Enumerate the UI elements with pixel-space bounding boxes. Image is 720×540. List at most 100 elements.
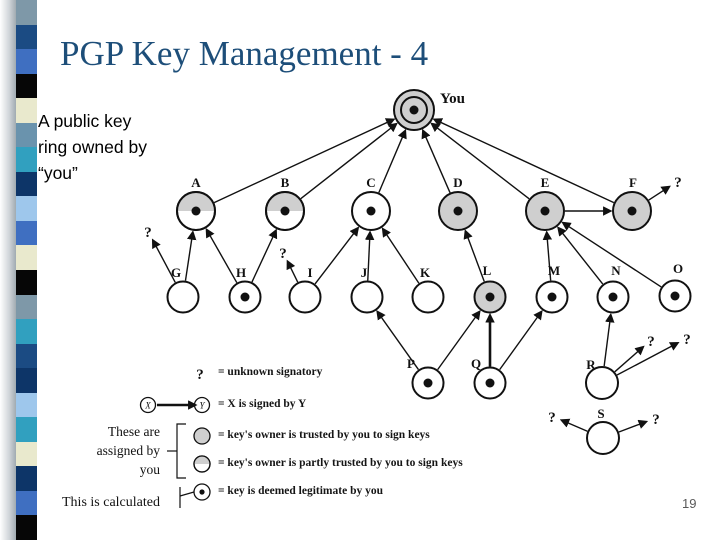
sidebar-color-block [16,417,37,442]
node-label-Q: Q [471,356,481,371]
question-mark-q4: ? [647,334,655,350]
sidebar-color-block [16,343,37,369]
node-label-I: I [307,265,312,280]
edge-I-q2 [286,259,299,283]
node-label-J: J [361,265,368,280]
body-text-line: ring owned by [38,137,147,157]
body-text-line: A public key [38,111,132,131]
sidebar-color-block [16,122,37,148]
legend-question-icon: ? [196,367,204,383]
node-label-F: F [629,175,637,190]
sidebar-strip-shadow [0,0,17,540]
edge-K-C [381,227,420,284]
legend-signed-text: = X is signed by Y [218,398,307,410]
sidebar-color-block [16,147,37,172]
body-text: A public key ring owned by “you” [38,108,208,186]
node-Q: Q [471,356,507,400]
sidebar-color-block [16,24,37,50]
node-R: R [585,357,619,400]
sidebar-color-block [16,270,37,295]
node-B: B [265,175,305,231]
sidebar-color-block [16,73,37,99]
sidebar-color-block [16,245,37,271]
edge-I-C [314,226,360,285]
node-label-G: G [171,265,181,280]
body-text-line: “you” [38,163,78,183]
legend-trusted-circle-icon [193,427,211,445]
question-mark-q5: ? [683,332,691,348]
legend-trusted-text: = key's owner is trusted by you to sign … [218,429,430,441]
node-A: A [176,175,216,231]
node-label-L: L [483,263,492,278]
page-number: 19 [682,496,697,511]
question-mark-q2: ? [279,246,287,262]
edge-R-q4 [614,345,645,373]
edge-G-q3 [151,238,176,283]
node-G: G [166,265,200,314]
node-label-O: O [673,261,683,276]
node-label-K: K [420,265,431,280]
node-K: K [411,265,445,314]
node-label-C: C [366,175,375,190]
node-label-You: You [440,91,465,107]
edge-C-You [378,128,407,193]
node-J: J [350,265,384,314]
sidebar-color-block [16,490,37,516]
edge-P-J [376,310,420,370]
node-label-B: B [281,175,290,190]
edge-D-You [421,128,451,193]
node-D: D [438,175,478,231]
sidebar-color-block [16,196,37,221]
node-label-R: R [586,357,596,372]
question-mark-q3: ? [144,225,152,241]
calculated-note: This is calculated [62,495,160,510]
assigned-line: assigned by [96,443,160,458]
node-label-D: D [453,175,462,190]
legend-partly-text: = key's owner is partly trusted by you t… [218,457,463,469]
edge-O-E [561,221,662,288]
node-O: O [658,261,692,313]
legend-partly-outline [193,455,211,473]
sidebar-color-block [16,49,37,74]
node-label-P: P [407,356,415,371]
edge-E-You [430,122,530,200]
edge-R-N [603,312,615,367]
sidebar-color-block [16,392,37,418]
legend-unknown-text: = unknown signatory [218,366,323,378]
sidebar-color-block [16,319,37,344]
edge-F-You [432,118,615,204]
node-N: N [596,263,630,314]
sidebar-color-block [16,98,37,123]
sidebar-color-block [16,368,37,393]
assigned-by-you-note: These are assigned by you [36,422,160,479]
node-S: S [586,406,620,455]
node-M: M [535,263,569,314]
sidebar-color-strip [16,0,37,540]
node-label-A: A [191,175,201,190]
node-P: P [407,356,445,400]
sidebar-color-block [16,0,37,25]
node-E: E [525,175,565,231]
edge-M-E [542,230,553,281]
question-mark-q1: ? [674,175,682,191]
edge-A-You [213,118,396,204]
node-label-N: N [611,263,621,278]
node-I: I [288,265,322,314]
sidebar-color-block [16,171,37,197]
edge-S-q6 [559,418,588,432]
edge-J-C [364,230,375,281]
edge-N-E [557,226,604,285]
sidebar-color-block [16,294,37,320]
edge-H-B [251,228,278,283]
sidebar-color-block [16,220,37,246]
legend-y-label: Y [199,401,205,411]
node-F: F [612,175,652,231]
slide-title: PGP Key Management - 4 [60,34,429,73]
edge-L-D [463,229,485,282]
node-L: L [473,263,507,314]
node-label-H: H [236,265,246,280]
edge-G-A [184,230,197,281]
node-label-S: S [597,406,604,421]
